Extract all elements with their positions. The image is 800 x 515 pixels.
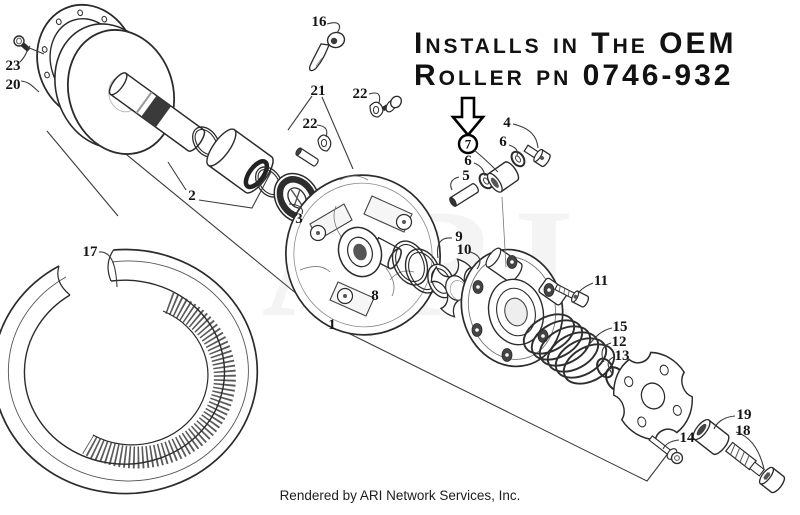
callout-label-10: 10 xyxy=(457,242,472,258)
orings-part8 xyxy=(391,240,442,294)
callout-label-5: 5 xyxy=(462,168,470,184)
bolt-part11 xyxy=(554,283,590,308)
cover-plate xyxy=(613,351,693,441)
callout-label-6: 6 xyxy=(499,134,507,150)
circled-callout-7: 7 xyxy=(457,133,479,155)
shaft-part2 xyxy=(108,72,284,198)
install-position-line xyxy=(501,196,507,268)
install-arrow-icon xyxy=(450,96,486,138)
drive-belt-part17 xyxy=(0,248,259,495)
spacer-part19 xyxy=(692,419,730,455)
callout-label-21: 21 xyxy=(311,83,326,99)
cam-arm-part16 xyxy=(308,31,346,72)
callout-label-3: 3 xyxy=(295,211,303,227)
washer-part6-upper xyxy=(510,150,526,168)
callout-label-12: 12 xyxy=(612,334,627,350)
callout-label-4: 4 xyxy=(503,115,511,131)
spider-assembly-part1 xyxy=(285,174,441,336)
install-note: Installs in The OEM Roller pn 0746-932 xyxy=(414,28,736,92)
circled-callout-label: 7 xyxy=(465,137,472,152)
bolt-part4 xyxy=(523,144,551,168)
callout-label-14: 14 xyxy=(680,430,696,446)
callout-label-11: 11 xyxy=(594,273,608,289)
callout-label-8: 8 xyxy=(371,288,379,304)
callout-label-15: 15 xyxy=(613,319,628,335)
roller-washer-part22-lower xyxy=(295,134,332,167)
install-note-line1: Installs in The OEM xyxy=(414,27,737,60)
spring-part15 xyxy=(522,313,616,385)
callout-label-9: 9 xyxy=(455,229,463,245)
callout-label-18: 18 xyxy=(736,423,751,439)
callout-label-1: 1 xyxy=(328,317,336,333)
callout-label-22: 22 xyxy=(353,86,368,102)
callout-label-2: 2 xyxy=(188,188,196,204)
callout-label-23: 23 xyxy=(6,58,21,74)
bolt-part23 xyxy=(13,35,31,52)
bolt-part18 xyxy=(724,441,786,494)
callout-label-20: 20 xyxy=(6,77,21,93)
bracket-lines xyxy=(46,130,670,482)
callout-label-13: 13 xyxy=(615,348,630,364)
callout-label-22: 22 xyxy=(303,116,318,132)
bolt-part14 xyxy=(648,435,684,465)
renderer-credit: Rendered by ARI Network Services, Inc. xyxy=(279,488,521,503)
install-note-line2: Roller pn 0746-932 xyxy=(414,59,734,92)
callout-label-6: 6 xyxy=(464,153,472,169)
callout-label-16: 16 xyxy=(312,14,328,30)
callout-label-17: 17 xyxy=(83,244,99,260)
pin-part5 xyxy=(449,183,479,208)
washer-part12 xyxy=(596,357,614,379)
leader-lines xyxy=(19,22,765,470)
callout-label-19: 19 xyxy=(737,407,752,423)
roller-washer-part22-upper xyxy=(369,95,402,118)
